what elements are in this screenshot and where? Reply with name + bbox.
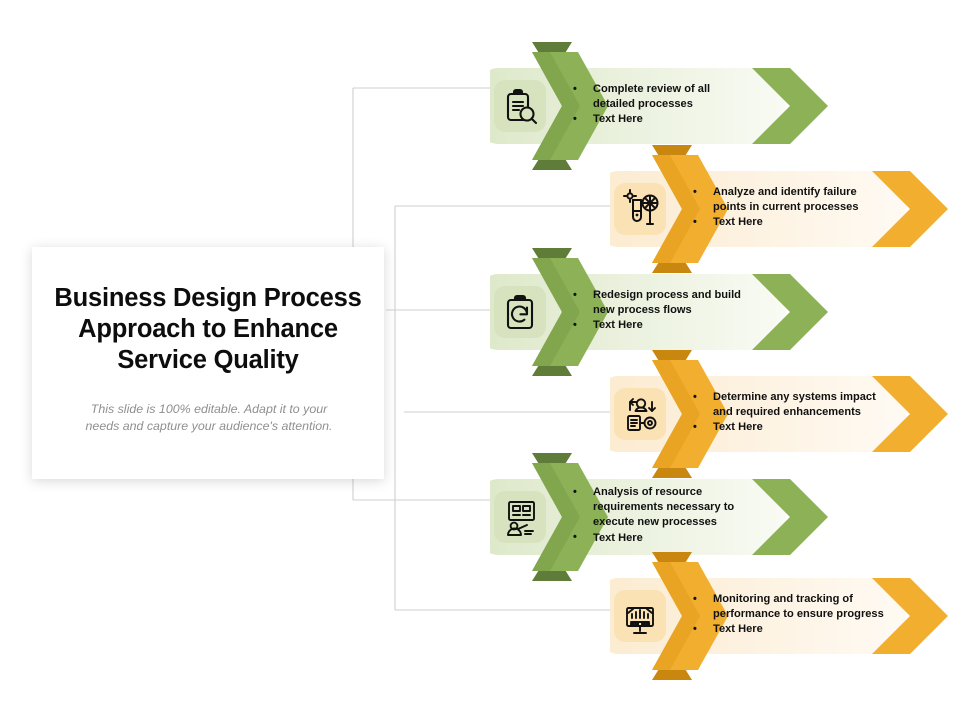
step-icon-4 bbox=[614, 388, 666, 440]
step-text-4: Determine any systems impact and require… bbox=[690, 389, 910, 436]
bullet-item: Complete review of all detailed processe… bbox=[570, 81, 785, 112]
bullet-item: Determine any systems impact and require… bbox=[690, 389, 910, 420]
bullet-item: Analyze and identify failure points in c… bbox=[690, 184, 910, 215]
step-text-5: Analysis of resource requirements necess… bbox=[570, 485, 785, 546]
bullet-item: Text Here bbox=[570, 530, 785, 546]
step-text-3: Redesign process and build new process f… bbox=[570, 287, 785, 334]
bullet-item: Text Here bbox=[690, 215, 910, 230]
step-icon-6 bbox=[614, 590, 666, 642]
step-text-6: Monitoring and tracking of performance t… bbox=[690, 591, 915, 638]
step-row-6[interactable]: Monitoring and tracking of performance t… bbox=[610, 552, 950, 680]
step-row-4[interactable]: Determine any systems impact and require… bbox=[610, 350, 950, 478]
page-subtitle: This slide is 100% editable. Adapt it to… bbox=[85, 402, 333, 433]
bullet-item: Redesign process and build new process f… bbox=[570, 287, 785, 318]
bullet-item: Text Here bbox=[690, 622, 915, 637]
bullet-item: Text Here bbox=[690, 420, 910, 435]
page-title: Business Design Process Approach to Enha… bbox=[54, 284, 362, 374]
bullet-item: Monitoring and tracking of performance t… bbox=[690, 591, 915, 622]
step-icon-5 bbox=[494, 491, 546, 543]
step-text-2: Analyze and identify failure points in c… bbox=[690, 184, 910, 231]
step-row-2[interactable]: Analyze and identify failure points in c… bbox=[610, 145, 950, 273]
step-icon-3 bbox=[494, 286, 546, 338]
bullet-item: Analysis of resource requirements necess… bbox=[570, 485, 785, 531]
bullet-item: Text Here bbox=[570, 112, 785, 127]
step-row-3[interactable]: Redesign process and build new process f… bbox=[490, 248, 830, 376]
bullet-item: Text Here bbox=[570, 318, 785, 333]
title-card: Business Design Process Approach to Enha… bbox=[32, 247, 384, 479]
step-row-5[interactable]: Analysis of resource requirements necess… bbox=[490, 453, 830, 581]
step-icon-2 bbox=[614, 183, 666, 235]
step-row-1[interactable]: Complete review of all detailed processe… bbox=[490, 42, 830, 170]
step-text-1: Complete review of all detailed processe… bbox=[570, 81, 785, 128]
step-icon-1 bbox=[494, 80, 546, 132]
